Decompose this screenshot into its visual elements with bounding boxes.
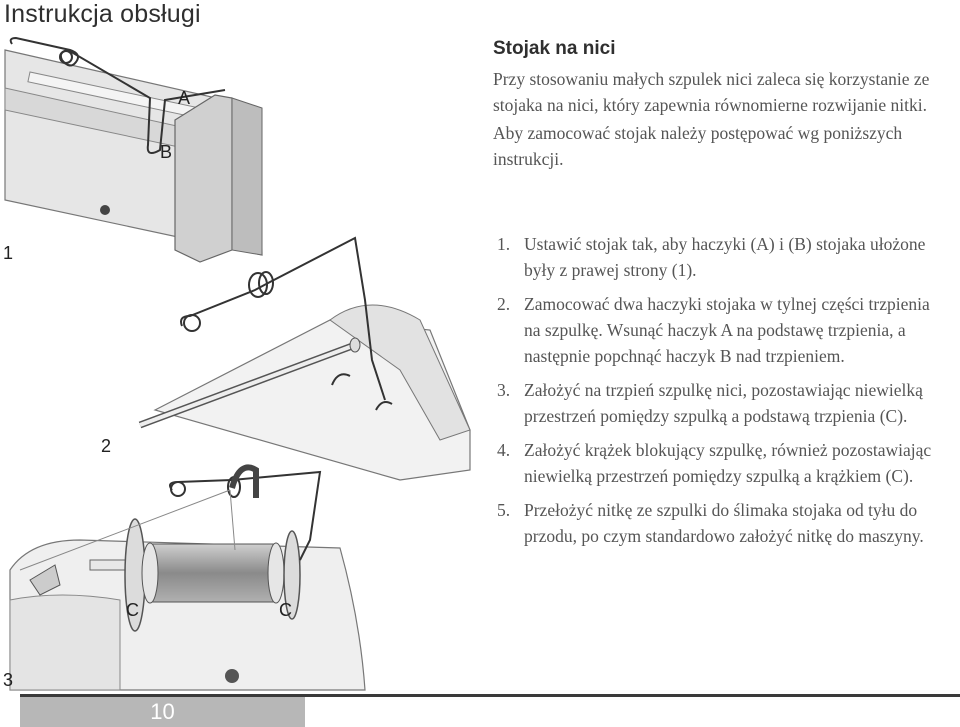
intro-text: Przy stosowaniu małych szpulek nici zale… <box>493 66 955 174</box>
steps-list: 1. Ustawić stojak tak, aby haczyki (A) i… <box>497 231 947 557</box>
page-number: 10 <box>150 699 175 724</box>
figure-2-number: 2 <box>101 436 112 456</box>
step-number: 1. <box>497 234 511 254</box>
step-number: 5. <box>497 500 511 520</box>
step-item: 3. Założyć na trzpień szpulkę nici, pozo… <box>497 377 947 429</box>
callout-b: B <box>160 142 172 162</box>
step-text: Ustawić stojak tak, aby haczyki (A) i (B… <box>524 234 926 280</box>
page-number-box: 10 <box>20 697 305 727</box>
step-item: 4. Założyć krążek blokujący szpulkę, rów… <box>497 437 947 489</box>
callout-a: A <box>178 88 190 108</box>
callout-c-right: C <box>279 600 292 620</box>
step-number: 3. <box>497 380 511 400</box>
step-item: 2. Zamocować dwa haczyki stojaka w tylne… <box>497 291 947 369</box>
step-number: 2. <box>497 294 511 314</box>
intro-paragraph-1: Przy stosowaniu małych szpulek nici zale… <box>493 69 930 115</box>
page-title: Instrukcja obsługi <box>4 0 201 28</box>
step-item: 1. Ustawić stojak tak, aby haczyki (A) i… <box>497 231 947 283</box>
intro-paragraph-2: Aby zamocować stojak należy postępować w… <box>493 123 903 169</box>
step-item: 5. Przełożyć nitkę ze szpulki do ślimaka… <box>497 497 947 549</box>
step-text: Założyć na trzpień szpulkę nici, pozosta… <box>524 380 923 426</box>
section-heading: Stojak na nici <box>493 38 616 59</box>
figure-1-drawing <box>4 36 263 263</box>
step-number: 4. <box>497 440 511 460</box>
step-text: Przełożyć nitkę ze szpulki do ślimaka st… <box>524 500 924 546</box>
step-text: Zamocować dwa haczyki stojaka w tylnej c… <box>524 294 930 366</box>
figure-2-drawing <box>138 236 471 481</box>
footer-divider <box>20 694 960 697</box>
figure-3-number: 3 <box>3 670 14 690</box>
thread-stand-illustrations: A B <box>4 36 471 691</box>
figure-3-drawing <box>9 464 366 691</box>
step-text: Założyć krążek blokujący szpulkę, równie… <box>524 440 932 486</box>
callout-c-left: C <box>126 600 139 620</box>
figure-1-number: 1 <box>3 243 14 263</box>
